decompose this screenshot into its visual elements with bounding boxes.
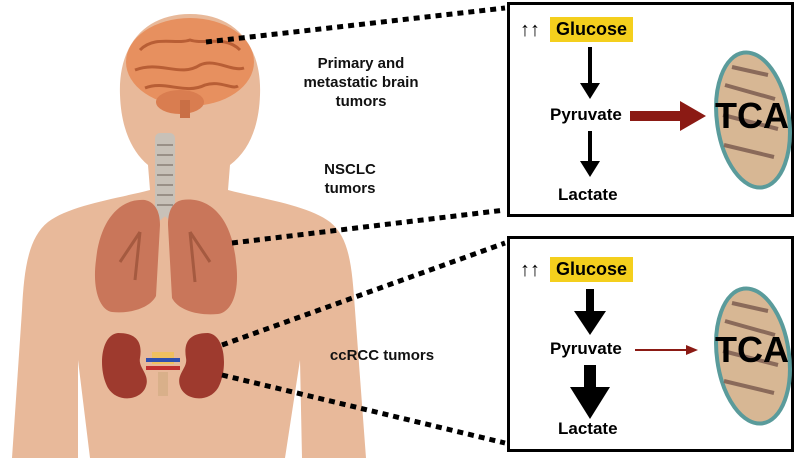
pyruvate-label: Pyruvate [550, 105, 622, 124]
metabolism-panel-kidney: ↑↑ Glucose Pyruvate Lactate TCA [507, 236, 794, 452]
brain-tumor-label: Primary and metastatic brain tumors [303, 55, 419, 110]
lactate-label: Lactate [558, 185, 618, 204]
upregulation-arrows: ↑↑ [520, 19, 540, 41]
glucose-label: Glucose [550, 17, 634, 42]
tca-label: TCA [715, 95, 789, 136]
flux-arrows [570, 286, 792, 426]
lungs-illustration [94, 199, 238, 315]
connector-lung [231, 207, 506, 246]
metabolism-panel-lung-brain: ↑↑ Glucose Pyruvate Lactate TCA [507, 2, 794, 217]
nsclc-tumor-label: NSCLC tumors [324, 161, 376, 197]
mitochondrion-icon [714, 50, 792, 190]
ccrcc-tumor-label: ccRCC tumors [329, 347, 435, 364]
connector-kidney-lower [221, 372, 506, 446]
kidneys-illustration [102, 333, 224, 399]
pyruvate-label: Pyruvate [550, 339, 622, 358]
mitochondrion-icon [714, 286, 792, 426]
upregulation-arrows: ↑↑ [520, 259, 540, 281]
flux-arrows [580, 47, 792, 190]
tca-label: TCA [715, 329, 789, 370]
glucose-label: Glucose [550, 257, 634, 282]
connector-brain [205, 5, 506, 45]
connector-lines [205, 5, 506, 446]
lactate-label: Lactate [558, 419, 618, 438]
